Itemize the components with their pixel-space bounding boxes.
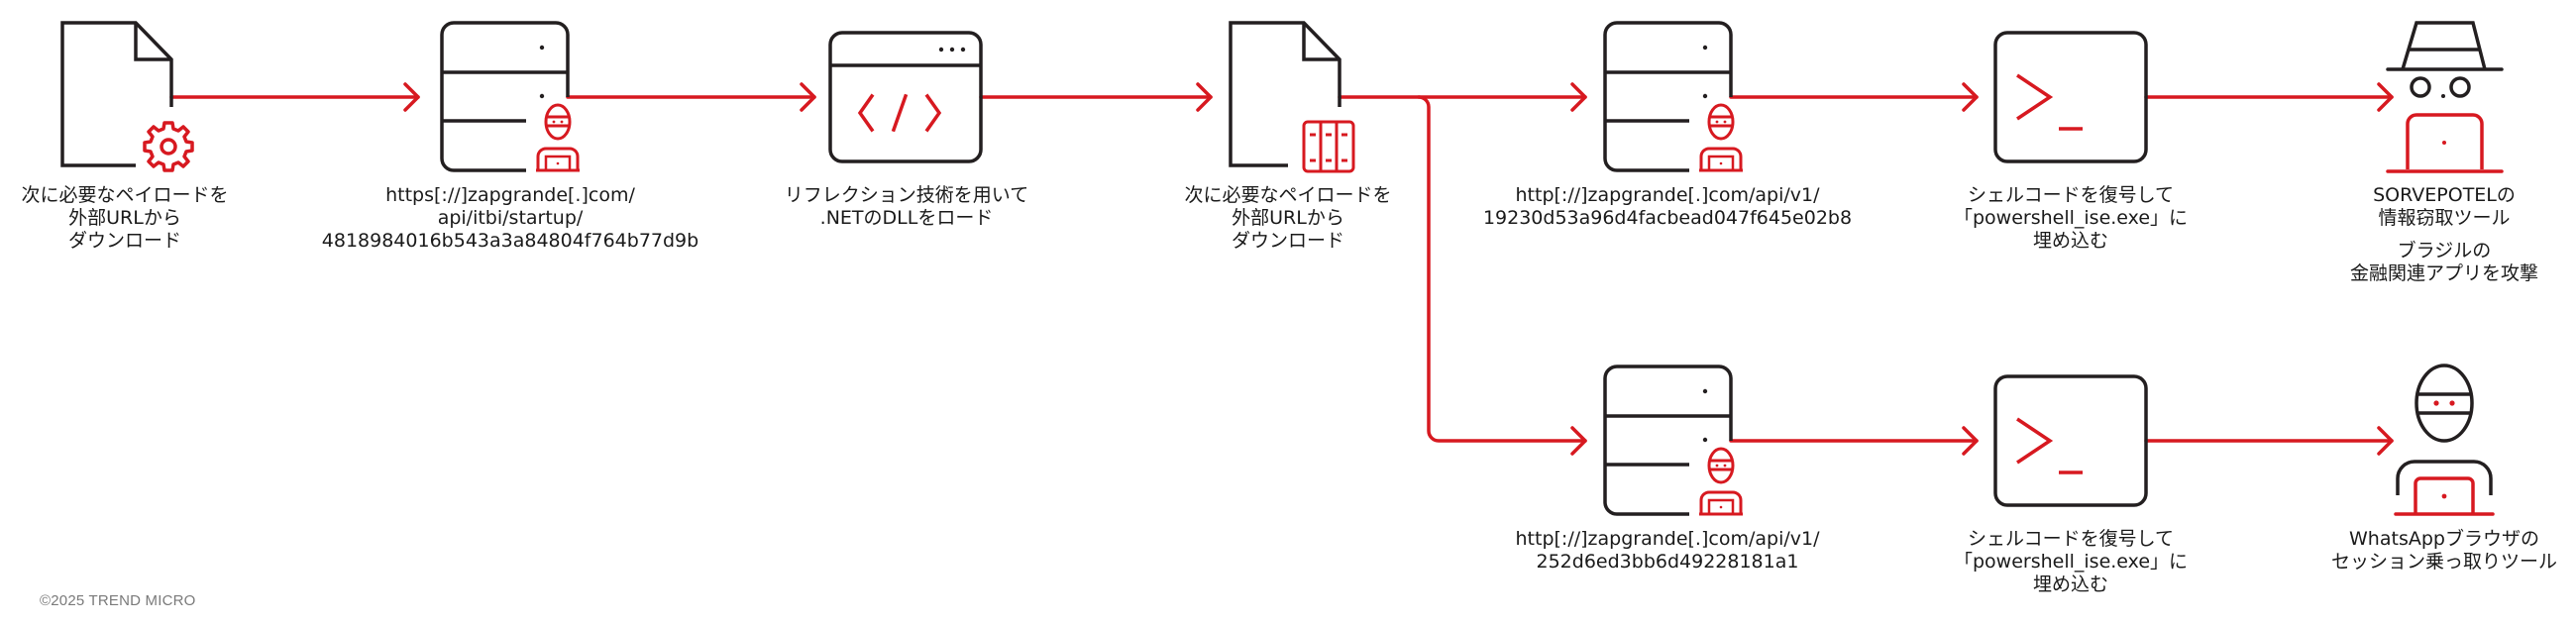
edge-1 [169, 82, 420, 112]
label-line: 次に必要なペイロードを [1184, 184, 1392, 206]
label-line: 埋め込む [2032, 574, 2108, 595]
node-label-sorvepotel-stealer: SORVEPOTELの 情報窃取ツール ブラジルの 金融関連アプリを攻撃 [2350, 184, 2538, 285]
sublabel-line: ブラジルの [2397, 240, 2492, 261]
label-line: https[://]zapgrande[.]com/ [385, 184, 635, 206]
binary-archive-icon [1302, 120, 1355, 173]
server-hacker-icon [440, 21, 582, 172]
label-line: リフレクション技術を用いて [784, 184, 1029, 206]
edge-6 [1729, 82, 1979, 112]
gear-icon [143, 121, 194, 172]
label-line: シェルコードを復号して [1967, 184, 2175, 206]
label-line: ダウンロード [67, 230, 182, 252]
server-hacker-icon [1603, 21, 1745, 172]
sublabel-line: 金融関連アプリを攻撃 [2349, 262, 2539, 284]
label-line: 外部URLから [68, 207, 181, 229]
label-line: api/itbi/startup/ [437, 207, 584, 229]
label-line: 埋め込む [2032, 230, 2108, 252]
label-line: 「powershell_ise.exe」に [1953, 551, 2189, 573]
edge-9 [2144, 426, 2394, 456]
label-line: WhatsAppブラウザの [2349, 528, 2539, 550]
node-label-whatsapp-hijacker: WhatsAppブラウザの セッション乗っ取りツール [2331, 528, 2557, 574]
label-line: シェルコードを復号して [1967, 528, 2175, 550]
label-line: http[://]zapgrande[.]com/api/v1/ [1515, 184, 1820, 206]
label-line: http[://]zapgrande[.]com/api/v1/ [1515, 528, 1820, 550]
label-gap [2350, 230, 2538, 240]
document-binary-icon [1229, 21, 1355, 173]
code-window-icon [828, 31, 983, 163]
label-line: 252d6ed3bb6d49228181a1 [1536, 551, 1799, 573]
edge-3 [979, 82, 1213, 112]
label-line: .NETのDLLをロード [819, 207, 994, 229]
terminal-icon [1993, 374, 2148, 507]
label-line: 次に必要なペイロードを [21, 184, 229, 206]
ninja-laptop-icon [2394, 364, 2495, 516]
node-label-shellcode-inject-b: シェルコードを復号して 「powershell_ise.exe」に 埋め込む [1954, 528, 2188, 596]
label-line: 「powershell_ise.exe」に [1953, 207, 2189, 229]
label-line: SORVEPOTELの [2373, 184, 2516, 206]
edge-4 [1338, 82, 1587, 112]
edge-7 [2144, 82, 2394, 112]
node-label-payload-download-1: 次に必要なペイロードを 外部URLから ダウンロード [21, 184, 228, 253]
spy-hat-laptop-icon [2386, 21, 2504, 173]
server-hacker-icon [1603, 365, 1745, 516]
label-line: セッション乗っ取りツール [2330, 551, 2558, 573]
label-line: 外部URLから [1232, 207, 1344, 229]
edge-5-branch [1417, 95, 1587, 456]
node-label-c2-server-startup: https[://]zapgrande[.]com/ api/itbi/star… [322, 184, 698, 253]
node-label-reflection-load: リフレクション技術を用いて .NETのDLLをロード [785, 184, 1028, 230]
document-gear-icon [60, 21, 194, 172]
node-label-c2-server-v1-b: http[://]zapgrande[.]com/api/v1/ 252d6ed… [1516, 528, 1820, 574]
edge-2 [566, 82, 816, 112]
edges [169, 82, 2394, 456]
copyright-footer: ©2025 TREND MICRO [40, 592, 196, 609]
label-line: 情報窃取ツール [2378, 207, 2511, 229]
label-line: 19230d53a96d4facbead047f645e02b8 [1482, 207, 1853, 229]
label-line: ダウンロード [1231, 230, 1345, 252]
node-label-c2-server-v1-a: http[://]zapgrande[.]com/api/v1/ 19230d5… [1483, 184, 1852, 230]
node-label-payload-download-2: 次に必要なペイロードを 外部URLから ダウンロード [1184, 184, 1391, 253]
terminal-icon [1993, 31, 2148, 163]
edge-8 [1729, 426, 1979, 456]
node-label-shellcode-inject-a: シェルコードを復号して 「powershell_ise.exe」に 埋め込む [1954, 184, 2188, 253]
label-line: 4818984016b543a3a84804f764b77d9b [321, 230, 699, 252]
